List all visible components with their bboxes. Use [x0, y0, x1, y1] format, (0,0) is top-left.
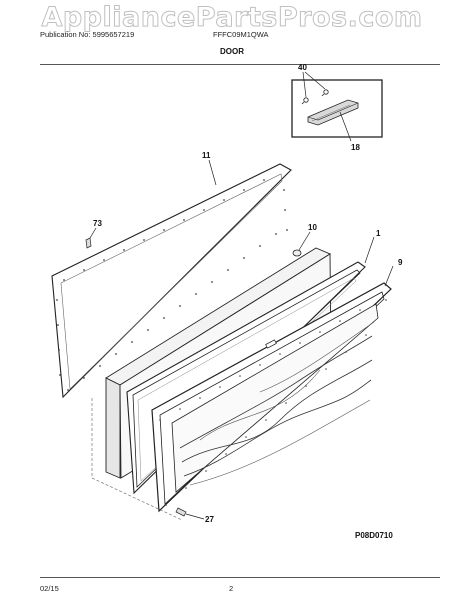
inner-liner-part[interactable] [151, 265, 394, 513]
door-screw-part[interactable] [175, 507, 205, 520]
top-rule [40, 64, 440, 65]
callout-18: 18 [351, 143, 360, 152]
callout-73: 73 [93, 219, 102, 228]
assembly-guide-line [91, 398, 183, 521]
callout-1: 1 [376, 229, 381, 238]
callout-11: 11 [202, 151, 211, 160]
footer-page-number: 2 [229, 584, 234, 593]
section-title: DOOR [220, 47, 244, 56]
handle-part[interactable] [307, 99, 359, 126]
inset-frame [291, 79, 383, 138]
callout-27: 27 [205, 515, 214, 524]
door-panel-part[interactable] [51, 159, 292, 399]
callout-40: 40 [298, 63, 307, 72]
diagram-code: P08D0710 [355, 531, 393, 540]
bottom-rule [40, 577, 440, 578]
callout-9: 9 [398, 258, 403, 267]
handle-screw-2[interactable] [321, 89, 329, 97]
hinge-pin-part[interactable] [85, 227, 97, 249]
watermark: AppliancePartsPros.com [41, 2, 423, 34]
publication-number: Publication No: 5995657219 [40, 30, 135, 39]
gasket-clip [265, 339, 277, 349]
handle-screw-1[interactable] [301, 97, 309, 105]
handle-inset [291, 71, 383, 142]
footer-date: 02/15 [40, 584, 59, 593]
model-number: FFFC09M1QWA [213, 30, 269, 39]
callout-10: 10 [308, 223, 317, 232]
hinge-cap-part[interactable] [292, 231, 311, 257]
